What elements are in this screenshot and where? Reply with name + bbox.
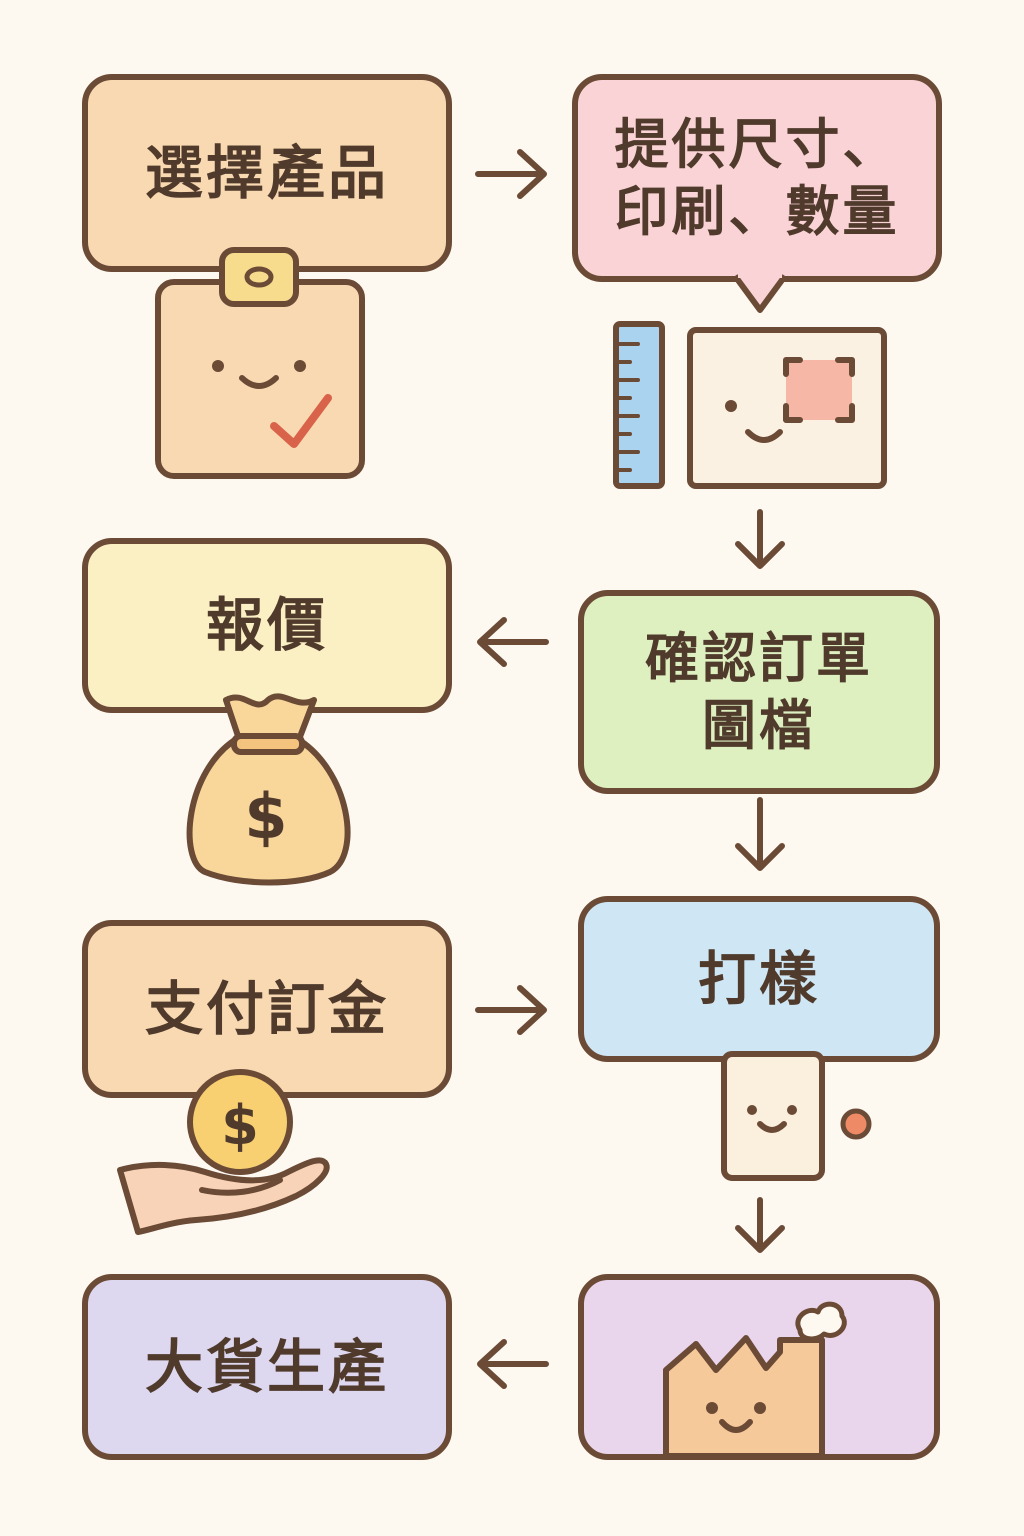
paper-with-crop-marks-icon <box>687 327 887 489</box>
arrow-down-icon <box>735 509 785 569</box>
arrow-right-icon <box>475 149 547 199</box>
ruler-icon <box>613 321 665 489</box>
step-provide-specs-label-2: 印刷、數量 <box>614 180 900 243</box>
step-pay-deposit: 支付訂金 <box>82 920 452 1098</box>
step-confirm-order: 確認訂單 圖檔 <box>578 590 940 794</box>
coin-dollar: $ <box>221 1094 259 1157</box>
step-select-product: 選擇產品 <box>82 74 452 272</box>
arrow-down-icon <box>735 797 785 871</box>
step-quote-label: 報價 <box>205 591 328 660</box>
step-provide-specs-label-1: 提供尺寸、 <box>614 112 900 176</box>
step-sample: 打樣 <box>578 896 940 1062</box>
step-sample-label: 打樣 <box>697 944 820 1013</box>
step-select-product-label: 選擇產品 <box>144 138 389 207</box>
step-quote: 報價 <box>82 538 452 713</box>
step-pay-deposit-label: 支付訂金 <box>144 974 389 1043</box>
step-confirm-order-label-2: 圖檔 <box>702 694 816 757</box>
step-mass-production: 大貨生產 <box>82 1274 452 1460</box>
step-confirm-order-label-1: 確認訂單 <box>645 626 873 690</box>
arrow-right-icon <box>475 985 547 1035</box>
step-mass-production-label: 大貨生產 <box>144 1332 389 1401</box>
sample-card-icon <box>721 1051 872 1181</box>
arrow-left-icon <box>477 1339 549 1389</box>
arrow-down-icon <box>735 1197 785 1253</box>
smiling-box-with-check-icon <box>155 247 365 479</box>
arrow-left-icon <box>477 617 549 667</box>
step-provide-specs: 提供尺寸、 印刷、數量 <box>572 74 942 282</box>
factory-panel <box>578 1274 940 1460</box>
money-bag-icon: $ <box>186 693 351 886</box>
money-bag-dollar: $ <box>244 780 287 853</box>
